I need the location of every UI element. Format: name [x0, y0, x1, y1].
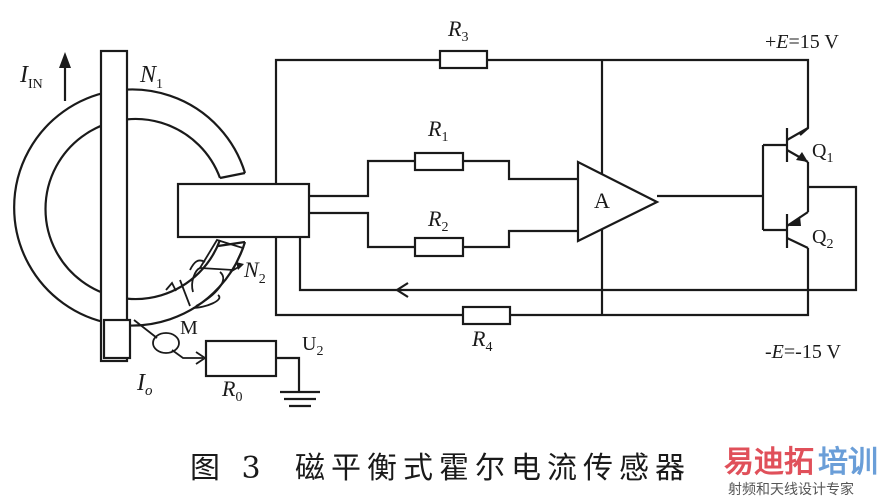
resistor-r2: [413, 236, 465, 258]
meter-m: [152, 332, 180, 354]
figure-number: 图 3: [190, 451, 267, 486]
wire-emitter-junction: [602, 162, 858, 292]
hall-element: [176, 182, 311, 239]
figure-title: 磁平衡式霍尔电流传感器: [295, 451, 691, 486]
magnetic-core: [13, 88, 247, 327]
label-output-voltage: U2: [302, 333, 323, 359]
label-supply-positive: +E=15 V: [765, 31, 839, 53]
transistor-q1: [785, 127, 809, 163]
watermark-brand-red: 易迪拓: [724, 445, 814, 480]
label-r4: R4: [471, 326, 492, 355]
amplifier-a: [576, 160, 660, 243]
resistor-r0: [204, 339, 278, 378]
feedback-arrow-icon: [394, 282, 409, 298]
label-meter: M: [180, 317, 198, 339]
resistor-r3: [438, 49, 489, 70]
primary-conductor-bottom: [102, 318, 132, 360]
label-winding-n2: N2: [243, 257, 266, 287]
watermark-brand-blue: 培训: [818, 445, 878, 480]
label-amplifier: A: [594, 188, 610, 213]
wire-r2-branch: [309, 211, 578, 249]
label-r3: R3: [447, 16, 468, 45]
label-q2: Q2: [812, 226, 833, 252]
label-supply-negative: -E=-15 V: [765, 341, 841, 363]
label-current-in: IIN: [19, 62, 43, 92]
label-r0: R0: [221, 376, 242, 405]
wire-base-link: [761, 143, 787, 232]
resistor-r4: [461, 305, 512, 326]
transistor-q2: [785, 211, 809, 249]
current-in-arrow-icon: [59, 52, 71, 101]
wire-r1-branch: [309, 159, 578, 198]
label-r2: R2: [427, 206, 448, 235]
wire-feedback: [298, 237, 602, 292]
secondary-winding: [165, 238, 245, 309]
wire-r3-loop: [274, 58, 810, 184]
watermark: 易迪拓 培训 射频和天线设计专家: [724, 445, 878, 498]
label-output-current: Io: [136, 370, 153, 399]
label-q1: Q1: [812, 140, 833, 166]
watermark-tagline: 射频和天线设计专家: [728, 481, 854, 498]
label-r1: R1: [427, 116, 448, 145]
ground-icon: [280, 390, 320, 408]
primary-conductor: [99, 49, 129, 363]
label-winding-n1: N1: [139, 62, 163, 92]
resistor-r1: [413, 151, 465, 172]
wire-r4-loop: [274, 237, 810, 317]
